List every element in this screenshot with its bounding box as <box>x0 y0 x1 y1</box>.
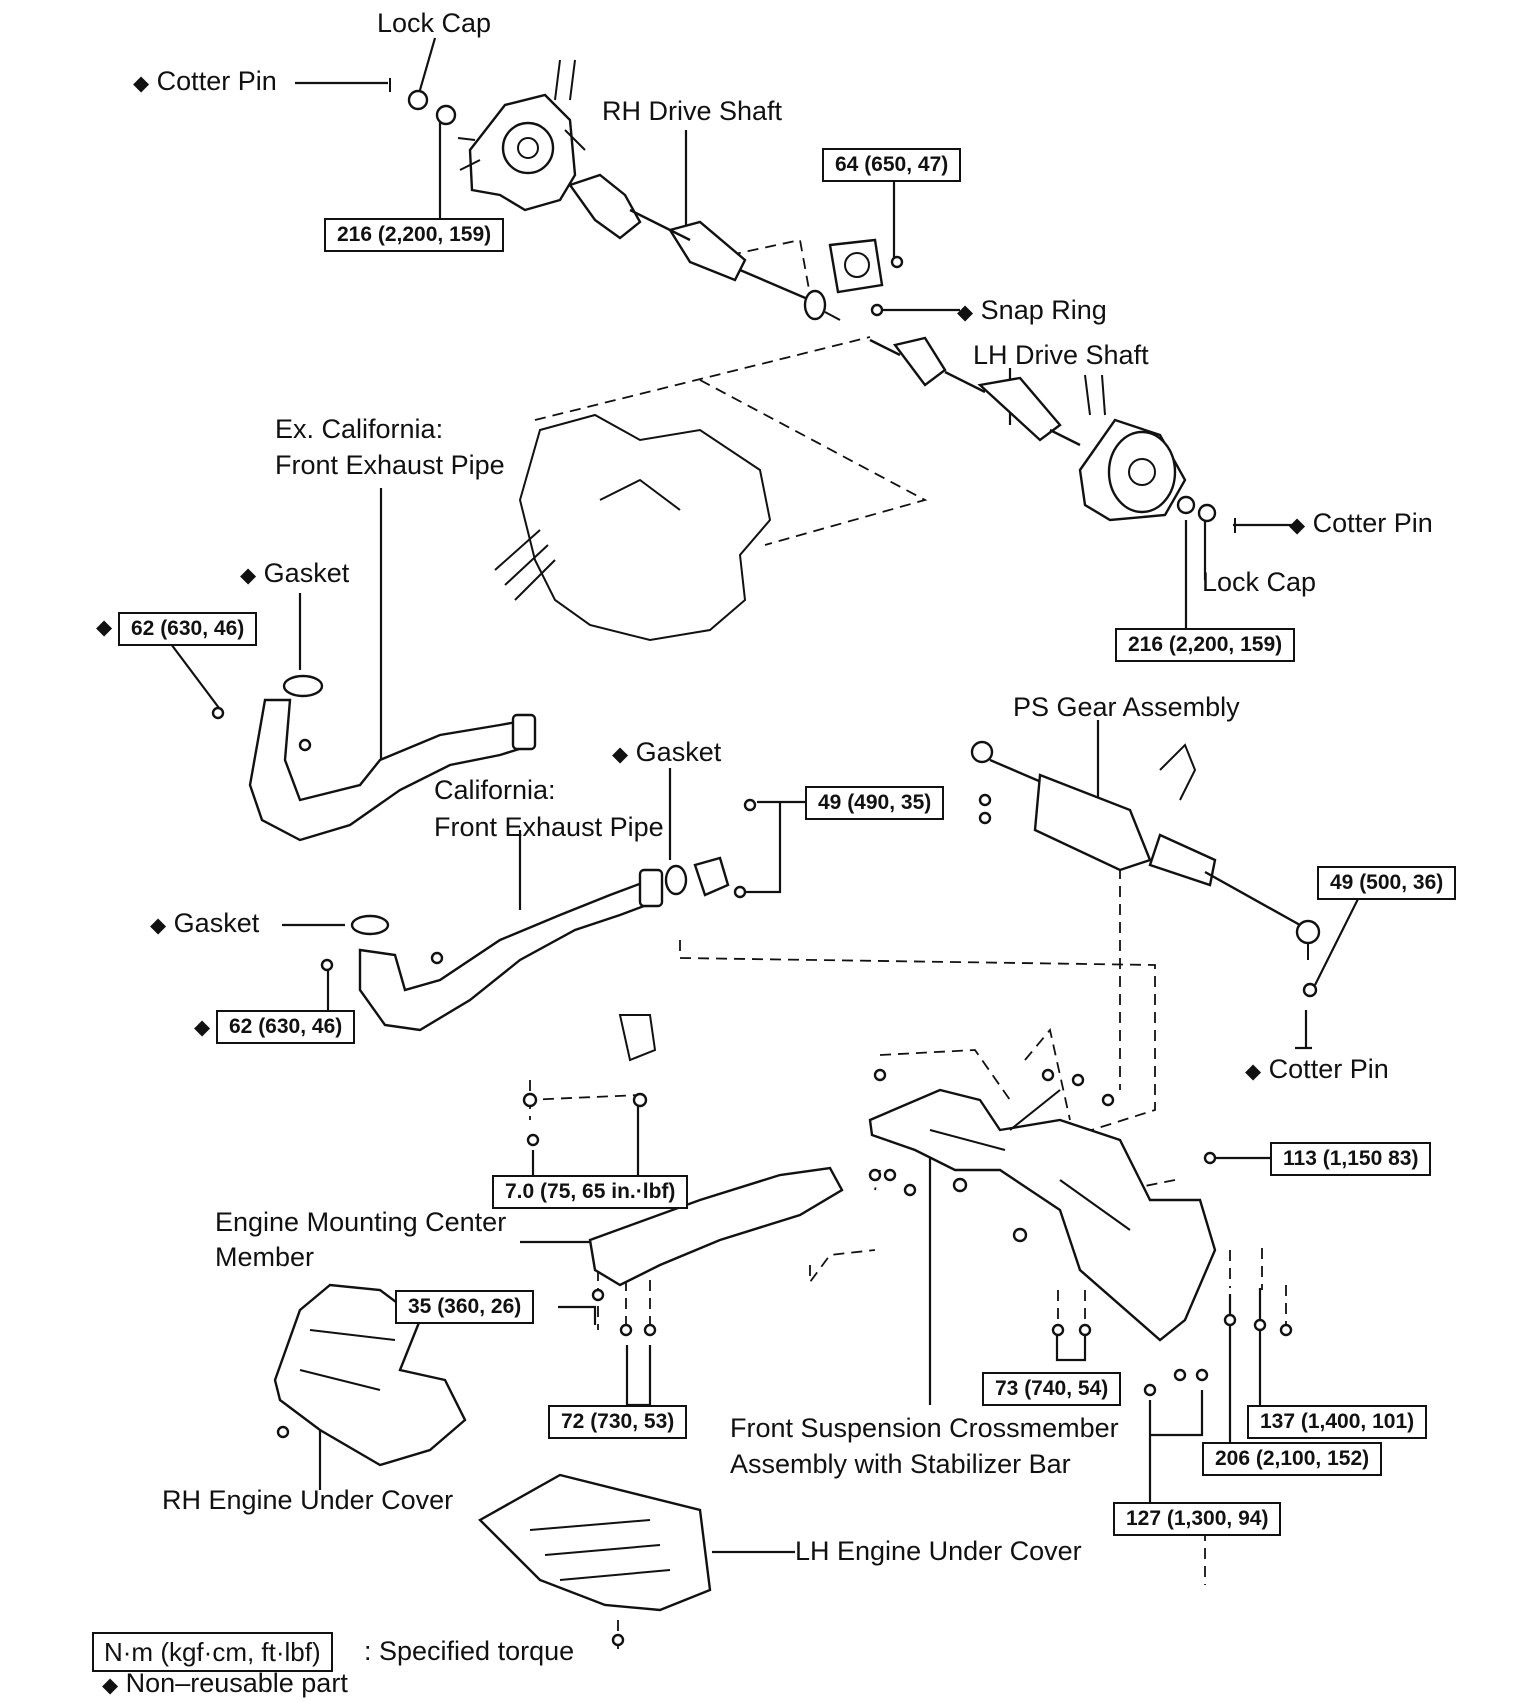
ps-gear-assembly-part <box>970 740 1321 998</box>
label-gasket-mid: ◆ Gasket <box>612 737 721 770</box>
label-lock-cap-top: Lock Cap <box>377 8 492 38</box>
diamond-icon: ◆ <box>1245 1060 1262 1083</box>
torque-62-upper: 62 (630, 46) <box>118 612 258 646</box>
legend-nonreusable: ◆ Non–reusable part <box>102 1668 348 1701</box>
label-text: Snap Ring <box>980 295 1107 325</box>
label-california-pipe: Front Exhaust Pipe <box>434 812 664 842</box>
label-text: Cotter Pin <box>156 66 277 96</box>
rh-steering-knuckle <box>457 59 586 212</box>
torque-216-top: 216 (2,200, 159) <box>324 218 505 252</box>
rh-drive-shaft <box>568 173 841 321</box>
label-engine-mounting-member: Member <box>215 1242 315 1272</box>
label-front-suspension-assembly: Assembly with Stabilizer Bar <box>730 1449 1071 1479</box>
label-gasket-upper: ◆ Gasket <box>240 558 349 591</box>
transaxle-outline <box>494 413 772 642</box>
label-text: Gasket <box>263 558 350 588</box>
torque-73-740-54: 73 (740, 54) <box>982 1372 1122 1406</box>
label-cotter-pin-right: ◆ Cotter Pin <box>1289 508 1433 541</box>
rh-engine-under-cover-part <box>273 1283 467 1467</box>
dashed-guide-lines <box>524 238 1287 1650</box>
torque-127-1300-94: 127 (1,300, 94) <box>1113 1502 1282 1536</box>
torque-7-0-75-65: 7.0 (75, 65 in.·lbf) <box>492 1175 689 1209</box>
torque-49-490-35: 49 (490, 35) <box>805 786 945 820</box>
label-front-suspension: Front Suspension Crossmember <box>730 1413 1119 1443</box>
engine-mounting-center-member-part <box>522 1014 844 1337</box>
lh-engine-under-cover-part <box>478 1473 712 1647</box>
diamond-62-upper: ◆ <box>96 616 113 639</box>
label-cotter-pin-top: ◆ Cotter Pin <box>133 66 277 99</box>
label-text: Gasket <box>635 737 722 767</box>
label-rh-engine-under-cover: RH Engine Under Cover <box>162 1485 454 1515</box>
torque-49-500-36: 49 (500, 36) <box>1317 866 1457 900</box>
torque-113-1150-83: 113 (1,150 83) <box>1270 1142 1432 1176</box>
label-lh-engine-under-cover: LH Engine Under Cover <box>795 1536 1082 1566</box>
diamond-icon: ◆ <box>612 743 629 766</box>
legend-specified-torque: : Specified torque <box>364 1636 575 1666</box>
label-text: Cotter Pin <box>1268 1054 1389 1084</box>
diamond-icon: ◆ <box>1289 514 1306 537</box>
legend-unit-box: N·m (kgf·cm, ft·lbf) <box>92 1632 333 1672</box>
label-ex-california-pipe: Front Exhaust Pipe <box>275 450 505 480</box>
torque-72-730-53: 72 (730, 53) <box>548 1405 688 1439</box>
label-ex-california: Ex. California: <box>275 414 444 444</box>
torque-62-lower: 62 (630, 46) <box>216 1010 356 1044</box>
label-cotter-pin-lower: ◆ Cotter Pin <box>1245 1054 1389 1087</box>
diamond-icon: ◆ <box>240 564 257 587</box>
label-ps-gear-assembly: PS Gear Assembly <box>1013 692 1240 722</box>
diamond-icon: ◆ <box>133 72 150 95</box>
california-front-exhaust-pipe <box>320 798 757 1032</box>
label-snap-ring: ◆ Snap Ring <box>957 295 1107 328</box>
diamond-icon: ◆ <box>150 914 167 937</box>
torque-137-1400-101: 137 (1,400, 101) <box>1247 1405 1428 1439</box>
bearing-bracket <box>828 238 904 294</box>
torque-216-right: 216 (2,200, 159) <box>1115 628 1296 662</box>
label-text: Gasket <box>173 908 260 938</box>
lock-cap-and-nut-top <box>389 78 457 126</box>
label-text: Non–reusable part <box>125 1668 348 1698</box>
diamond-icon: ◆ <box>102 1674 119 1697</box>
label-text: Cotter Pin <box>1312 508 1433 538</box>
diamond-icon: ◆ <box>957 301 974 324</box>
torque-64-650-47: 64 (650, 47) <box>822 148 962 182</box>
ex-california-front-exhaust-pipe <box>211 674 537 842</box>
label-rh-drive-shaft: RH Drive Shaft <box>602 96 783 126</box>
snap-ring-part <box>870 303 884 317</box>
lh-steering-knuckle <box>1078 374 1236 533</box>
label-lock-cap-right: Lock Cap <box>1202 567 1317 597</box>
label-california: California: <box>434 775 556 805</box>
front-suspension-crossmember-part <box>868 1068 1293 1397</box>
lh-drive-shaft <box>869 336 1081 447</box>
diamond-62-lower: ◆ <box>194 1016 211 1039</box>
torque-35-360-26: 35 (360, 26) <box>395 1290 535 1324</box>
torque-206-2100-152: 206 (2,100, 152) <box>1202 1442 1383 1476</box>
label-engine-mounting: Engine Mounting Center <box>215 1207 507 1237</box>
label-lh-drive-shaft: LH Drive Shaft <box>973 340 1149 370</box>
label-gasket-lower: ◆ Gasket <box>150 908 259 941</box>
